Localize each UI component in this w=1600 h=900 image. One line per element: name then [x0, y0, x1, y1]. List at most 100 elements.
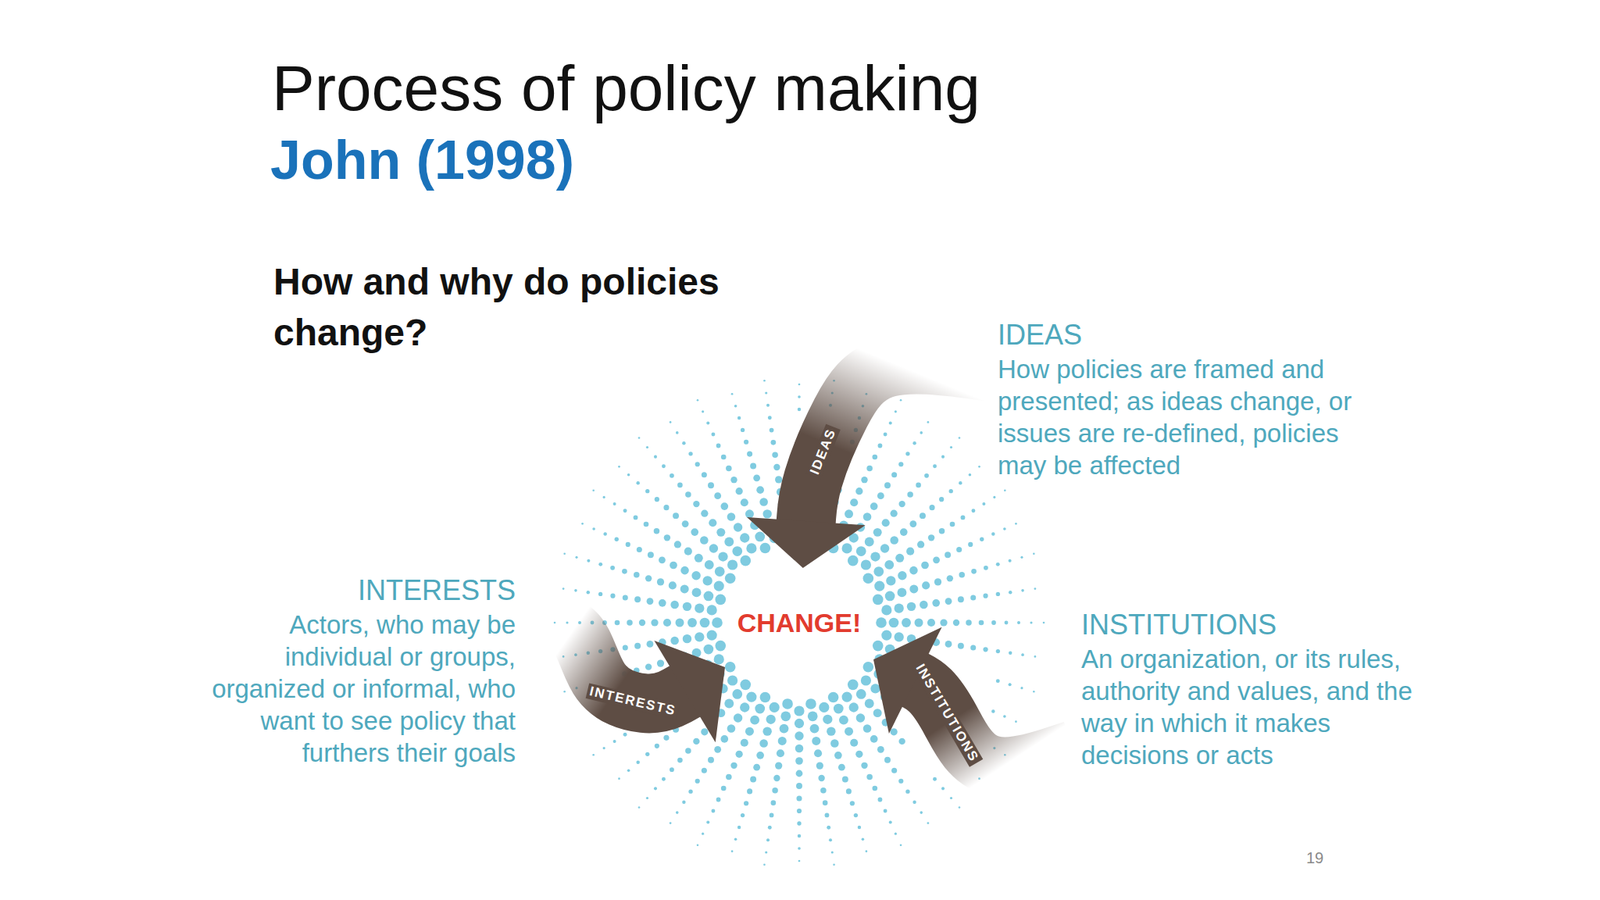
burst-dot	[563, 690, 566, 693]
burst-dot	[716, 528, 725, 537]
burst-dot	[828, 692, 840, 704]
burst-dot	[740, 813, 745, 818]
burst-dot	[928, 534, 935, 541]
burst-dot	[680, 584, 690, 593]
burst-dot	[727, 675, 738, 686]
burst-dot	[675, 810, 679, 815]
burst-dot	[996, 649, 1000, 654]
burst-dot	[850, 739, 858, 747]
burst-dot	[900, 399, 903, 402]
burst-dot	[645, 489, 650, 493]
burst-dot	[877, 746, 885, 754]
burst-dot	[982, 593, 988, 599]
burst-dot	[1014, 720, 1018, 723]
burst-dot	[603, 496, 606, 499]
burst-dot	[646, 597, 654, 605]
burst-dot	[621, 568, 628, 575]
burst-dot	[617, 465, 621, 468]
burst-dot	[818, 702, 829, 713]
burst-dot	[734, 404, 738, 408]
burst-dot	[856, 546, 867, 557]
burst-dot	[875, 617, 887, 629]
burst-dot	[1008, 559, 1012, 563]
burst-dot	[871, 454, 878, 461]
burst-dot	[663, 618, 672, 627]
burst-dot	[731, 392, 734, 396]
burst-dot	[872, 594, 884, 606]
burst-dot	[754, 703, 765, 715]
burst-dot	[706, 421, 710, 425]
burst-dot	[1003, 489, 1007, 492]
burst-dot	[708, 518, 717, 527]
burst-dot	[898, 738, 905, 745]
burst-dot	[766, 403, 770, 408]
burst-dot	[682, 441, 686, 445]
burst-dot	[842, 542, 853, 554]
burst-dot	[798, 860, 801, 863]
factor-description: Actors, who may be individual or groups,…	[183, 608, 516, 769]
burst-dot	[766, 714, 776, 725]
burst-dot	[927, 421, 930, 424]
burst-dot	[797, 407, 801, 411]
burst-dot	[967, 542, 973, 547]
burst-dot	[703, 591, 715, 602]
change-label: CHANGE!	[737, 607, 862, 640]
burst-dot	[797, 395, 801, 399]
burst-dot	[860, 762, 868, 769]
burst-dot	[692, 587, 702, 597]
burst-dot	[855, 750, 863, 758]
burst-dot	[646, 446, 649, 449]
burst-dot	[706, 821, 710, 825]
burst-dot	[694, 632, 704, 642]
burst-dot	[714, 566, 725, 577]
burst-dot	[711, 617, 723, 629]
burst-dot	[1021, 589, 1025, 593]
burst-dot	[695, 461, 700, 467]
burst-dot	[856, 689, 867, 700]
burst-dot	[958, 806, 961, 809]
burst-dot	[996, 592, 1000, 597]
burst-dot	[696, 399, 700, 402]
factor-block: IDEASHow policies are framed and present…	[989, 310, 1381, 490]
burst-dot	[613, 739, 617, 743]
burst-dot	[898, 500, 905, 508]
burst-dot	[968, 473, 972, 477]
burst-dot	[773, 464, 780, 471]
burst-dot	[794, 731, 804, 740]
burst-dot	[696, 843, 700, 847]
burst-dot	[992, 496, 996, 499]
burst-dot	[891, 767, 897, 774]
burst-dot	[870, 683, 880, 693]
burst-dot	[646, 796, 649, 800]
burst-dot	[684, 547, 693, 556]
burst-dot	[658, 599, 667, 608]
burst-dot	[873, 708, 883, 718]
burst-dot	[889, 821, 893, 825]
burst-dot	[669, 767, 675, 772]
burst-dot	[982, 646, 988, 652]
burst-dot	[716, 797, 722, 803]
burst-dot	[795, 744, 804, 754]
burst-dot	[716, 443, 722, 449]
burst-dot	[991, 532, 995, 536]
burst-dot	[694, 603, 704, 613]
burst-dot	[842, 776, 849, 783]
burst-dot	[950, 796, 953, 800]
burst-dot	[971, 568, 977, 575]
burst-dot	[1021, 653, 1025, 657]
burst-dot	[701, 471, 708, 478]
burst-dot	[850, 498, 858, 507]
burst-dot	[871, 785, 878, 792]
burst-dot	[874, 580, 885, 591]
burst-dot	[796, 795, 802, 801]
burst-dot	[855, 487, 863, 495]
burst-dot	[674, 540, 682, 548]
burst-dot	[767, 415, 772, 420]
burst-dot	[764, 391, 768, 394]
burst-dot	[863, 512, 872, 522]
burst-dot	[647, 551, 654, 558]
burst-dot	[763, 864, 766, 867]
burst-dot	[645, 575, 652, 582]
